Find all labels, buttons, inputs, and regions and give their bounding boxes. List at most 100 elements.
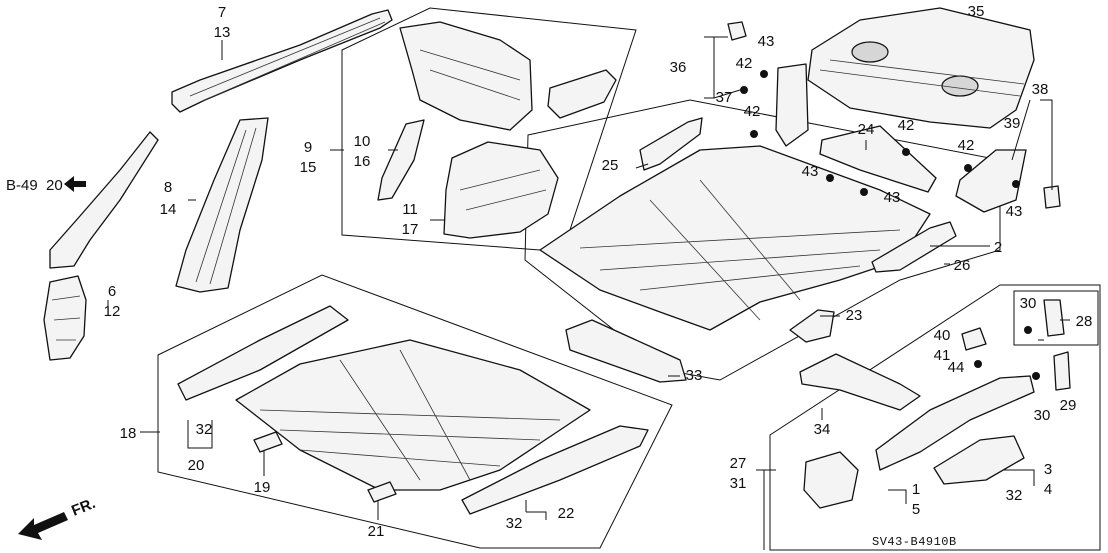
- reference-number: 20: [46, 177, 63, 194]
- part-number-label: 31: [730, 475, 747, 492]
- part-number-label: 30: [1034, 407, 1051, 424]
- rear-frame-outrigger-part: [933, 435, 1025, 485]
- part-number-label: 19: [254, 479, 271, 496]
- part-number-label: 1: [912, 481, 920, 498]
- right-side-sill-part: [461, 425, 649, 515]
- front-arrow-icon: [18, 512, 68, 540]
- leader-lines: [107, 36, 1070, 550]
- bolt-icon: [826, 174, 834, 182]
- bolt-icon: [750, 130, 758, 138]
- part-number-label: 20: [188, 457, 205, 474]
- floor-bracket-21-part: [367, 481, 397, 503]
- part-number-label: 7: [218, 4, 226, 21]
- part-number-label: 38: [1032, 81, 1049, 98]
- bolt-icon: [740, 86, 748, 94]
- bolt-icon: [902, 148, 910, 156]
- part-number-label: 11: [402, 201, 418, 218]
- rear-bracket-part: [775, 63, 809, 147]
- part-number-label: 22: [558, 505, 575, 522]
- floor-bracket-19-part: [253, 431, 283, 453]
- part-number-label: 6: [108, 283, 116, 300]
- bolt-icon: [974, 360, 982, 368]
- part-number-label: 9: [304, 139, 312, 156]
- reference-callout: B-49 20: [6, 176, 86, 194]
- part-number-label: 39: [1004, 115, 1021, 132]
- front-direction-indicator: FR.: [18, 495, 98, 540]
- part-number-label: 33: [686, 367, 703, 384]
- clip-part: [727, 21, 747, 41]
- front-pillar-lower-part: [43, 275, 87, 361]
- part-number-label: 13: [214, 24, 231, 41]
- diagram-code: SV43-B4910B: [872, 535, 957, 549]
- rear-frame-extension-part: [803, 451, 859, 509]
- part-number-label: 32: [1006, 487, 1023, 504]
- rear-frame-right-part: [875, 375, 1035, 471]
- bracket-29-part: [1053, 351, 1071, 391]
- reference-arrow-icon: [64, 176, 86, 192]
- part-number-label: 12: [104, 303, 121, 320]
- part-number-label: 42: [736, 55, 753, 72]
- part-number-label: 2: [994, 239, 1002, 256]
- bolt-icon: [860, 188, 868, 196]
- middle-cross-member-part: [565, 319, 687, 383]
- rear-floor-side-rail-part: [639, 117, 703, 171]
- part-number-label: 3: [1044, 461, 1052, 478]
- part-number-label: 32: [506, 515, 523, 532]
- front-direction-label: FR.: [69, 495, 98, 520]
- part-number-label: 16: [354, 153, 371, 170]
- bolt-icon: [1032, 372, 1040, 380]
- center-pillar-part: [175, 117, 269, 293]
- rear-shelf-part: [807, 7, 1035, 129]
- part-number-label: 26: [954, 257, 971, 274]
- part-number-label: 35: [968, 3, 985, 20]
- part-number-label: 34: [814, 421, 831, 438]
- bolt-icon: [1024, 326, 1032, 334]
- part-number-label: 42: [958, 137, 975, 154]
- rear-inner-bracket-part: [547, 69, 617, 119]
- part-number-label: 36: [670, 59, 687, 76]
- part-number-label: 28: [1076, 313, 1093, 330]
- part-number-label: 21: [368, 523, 385, 540]
- part-number-label: 5: [912, 501, 920, 518]
- front-pillar-upper-part: [49, 131, 159, 269]
- part-number-label: 29: [1060, 397, 1077, 414]
- part-number-label: 24: [858, 121, 875, 138]
- part-number-label: 30: [1020, 295, 1037, 312]
- rear-frame-cross-part: [799, 353, 921, 411]
- part-number-label: 17: [402, 221, 419, 238]
- rear-cross-member-part: [819, 125, 937, 193]
- part-number-label: 42: [898, 117, 915, 134]
- part-number-label: 43: [802, 163, 819, 180]
- bolt-icon: [760, 70, 768, 78]
- left-side-sill-part: [177, 305, 349, 401]
- group-box-front-floor: [157, 274, 673, 549]
- part-number-label: 25: [602, 157, 619, 174]
- part-number-label: 44: [948, 359, 965, 376]
- rear-floor-extension-part: [871, 221, 957, 273]
- group-box-small-brackets: [1013, 290, 1099, 346]
- part-number-label: 32: [196, 421, 213, 438]
- part-number-label: 43: [884, 189, 901, 206]
- rear-wheelhouse-part: [443, 141, 559, 239]
- part-number-label: 43: [1006, 203, 1023, 220]
- part-number-label: 10: [354, 133, 371, 150]
- rear-side-bracket-part: [955, 149, 1027, 213]
- bracket-40-part: [961, 327, 987, 351]
- roof-side-rail-part: [171, 9, 393, 113]
- rear-wheelhouse-upper-part: [399, 21, 533, 131]
- bracket-28-part: [1043, 299, 1065, 337]
- part-number-label: 18: [120, 425, 137, 442]
- rear-clip-part: [1043, 185, 1061, 209]
- part-number-label: 27: [730, 455, 747, 472]
- part-number-label: 23: [846, 307, 863, 324]
- bolt-icon: [964, 164, 972, 172]
- reference-label: B-49: [6, 177, 38, 194]
- part-number-label: 15: [300, 159, 317, 176]
- part-number-label: 14: [160, 201, 177, 218]
- group-box-rear-frames: [769, 284, 1101, 551]
- rear-inner-pillar-part: [377, 119, 425, 201]
- rear-floor-bracket-part: [789, 309, 835, 343]
- part-number-label: 43: [758, 33, 775, 50]
